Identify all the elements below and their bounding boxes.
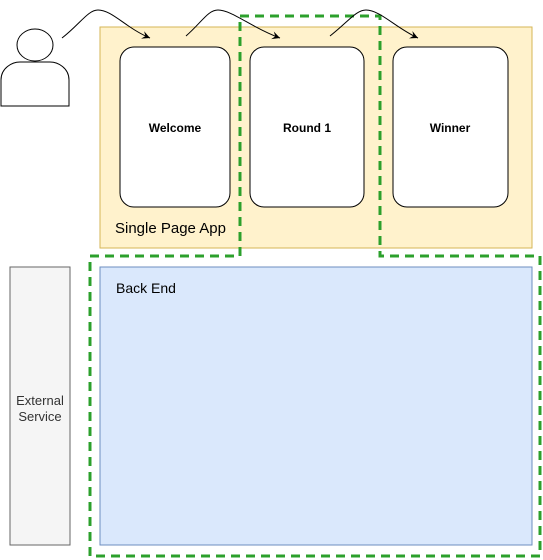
single-page-app-label: Single Page App xyxy=(115,220,226,237)
back-end-container xyxy=(99,266,533,546)
external-service-box xyxy=(9,266,71,546)
winner-page-card xyxy=(392,46,509,208)
arrow-welcome-to-round-1 xyxy=(185,9,281,40)
winner-page-label: Winner xyxy=(430,121,471,135)
round-1-page-label: Round 1 xyxy=(283,121,331,135)
external-service-label-line1: External xyxy=(16,393,64,408)
external-service-label-line2: Service xyxy=(18,409,61,424)
arrow-user-to-welcome xyxy=(61,9,151,39)
highlight-boundary xyxy=(88,14,542,558)
back-end-label: Back End xyxy=(116,280,176,296)
round-1-page-card xyxy=(249,46,365,208)
user-icon xyxy=(0,28,70,107)
welcome-page-label: Welcome xyxy=(149,121,202,135)
welcome-page-card xyxy=(119,46,231,208)
arrow-round-1-to-winner xyxy=(329,9,419,39)
